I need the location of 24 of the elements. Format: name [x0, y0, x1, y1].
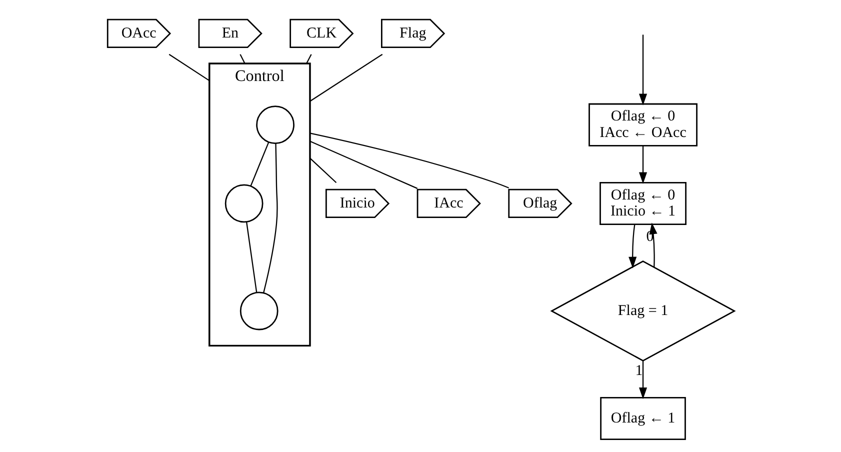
connector [309, 140, 418, 189]
node-box: Oflag ← 1 [600, 397, 686, 440]
arrow [638, 146, 647, 184]
arrow [638, 34, 647, 106]
arrow [628, 224, 636, 268]
node-diamond: Flag = 1 [550, 260, 736, 362]
cluster: Control [208, 62, 310, 347]
connector [246, 222, 257, 293]
node-box: Oflag ← 0 IAcc ← OAcc [588, 103, 697, 146]
node-circle [224, 184, 263, 223]
node-circle [239, 292, 278, 330]
connector [239, 54, 245, 64]
node-circle [256, 106, 294, 144]
connector [262, 143, 278, 294]
connector [309, 132, 509, 188]
connector [306, 54, 312, 64]
connector [168, 54, 210, 82]
arrow [638, 360, 647, 400]
connector [309, 158, 336, 184]
arrow [648, 222, 657, 268]
connector [309, 54, 382, 102]
connector [250, 142, 269, 186]
node-box: Oflag ← 0 Inicio ← 1 [599, 182, 686, 225]
edge-label: 1 [634, 362, 642, 379]
